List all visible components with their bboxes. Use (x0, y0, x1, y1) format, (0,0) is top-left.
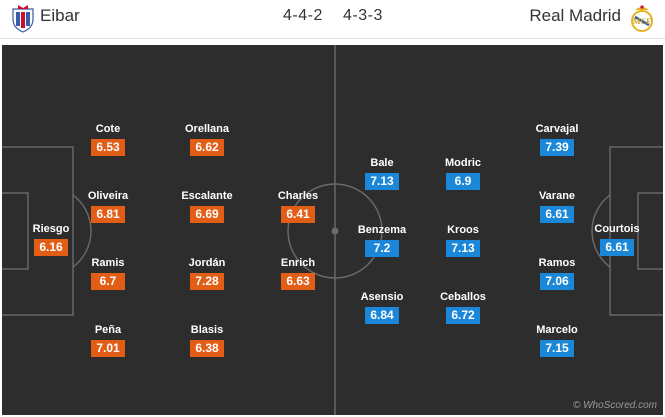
match-header: Eibar 4-4-2 4-3-3 Real Madrid MCF (0, 0, 665, 39)
away-player[interactable]: Ceballos 6.72 (428, 291, 498, 324)
player-name: Asensio (360, 291, 404, 303)
player-name: Charles (277, 190, 319, 202)
home-player[interactable]: Peña 7.01 (73, 324, 143, 357)
player-rating-badge: 7.39 (540, 139, 574, 156)
away-player[interactable]: Varane 6.61 (522, 190, 592, 223)
home-player[interactable]: Enrich 6.63 (263, 257, 333, 290)
player-rating-badge: 6.7 (91, 273, 125, 290)
player-rating-badge: 6.16 (34, 239, 68, 256)
player-name: Ceballos (440, 291, 486, 303)
player-name: Jordán (188, 257, 226, 269)
home-player[interactable]: Escalante 6.69 (172, 190, 242, 223)
player-name: Bale (370, 157, 394, 169)
player-name: Blasis (190, 324, 224, 336)
home-player[interactable]: Jordán 7.28 (172, 257, 242, 290)
player-name: Riesgo (32, 223, 70, 235)
away-player[interactable]: Ramos 7.06 (522, 257, 592, 290)
player-rating-badge: 7.01 (91, 340, 125, 357)
player-rating-badge: 6.62 (190, 139, 224, 156)
home-team-name[interactable]: Eibar (40, 6, 80, 25)
player-name: Varane (538, 190, 576, 202)
player-rating-badge: 7.13 (446, 240, 480, 257)
home-player[interactable]: Riesgo 6.16 (16, 223, 86, 256)
player-rating-badge: 6.61 (540, 206, 574, 223)
player-name: Modric (444, 157, 482, 169)
player-name: Orellana (184, 123, 230, 135)
home-player[interactable]: Ramis 6.7 (73, 257, 143, 290)
away-player[interactable]: Modric 6.9 (428, 157, 498, 190)
svg-text:MCF: MCF (633, 17, 651, 26)
player-rating-badge: 6.9 (446, 173, 480, 190)
away-player[interactable]: Asensio 6.84 (347, 291, 417, 324)
player-name: Kroos (447, 224, 479, 236)
home-player[interactable]: Charles 6.41 (263, 190, 333, 223)
player-rating-badge: 7.13 (365, 173, 399, 190)
player-name: Ramos (538, 257, 576, 269)
player-rating-badge: 6.41 (281, 206, 315, 223)
away-player[interactable]: Courtois 6.61 (582, 223, 652, 256)
player-name: Cote (95, 123, 121, 135)
player-rating-badge: 6.63 (281, 273, 315, 290)
home-formation: 4-4-2 (283, 7, 323, 24)
player-rating-badge: 6.81 (91, 206, 125, 223)
away-player[interactable]: Bale 7.13 (347, 157, 417, 190)
home-player[interactable]: Blasis 6.38 (172, 324, 242, 357)
player-name: Carvajal (535, 123, 579, 135)
player-rating-badge: 6.84 (365, 307, 399, 324)
away-formation: 4-3-3 (343, 7, 383, 24)
away-player[interactable]: Marcelo 7.15 (522, 324, 592, 357)
away-player[interactable]: Kroos 7.13 (428, 224, 498, 257)
player-rating-badge: 6.38 (190, 340, 224, 357)
away-player[interactable]: Benzema 7.2 (347, 224, 417, 257)
player-name: Oliveira (87, 190, 129, 202)
player-rating-badge: 7.28 (190, 273, 224, 290)
real-madrid-crest-icon: MCF (631, 5, 653, 32)
home-player[interactable]: Cote 6.53 (73, 123, 143, 156)
player-rating-badge: 7.15 (540, 340, 574, 357)
player-name: Enrich (280, 257, 316, 269)
player-name: Peña (94, 324, 122, 336)
home-player[interactable]: Oliveira 6.81 (73, 190, 143, 223)
player-name: Marcelo (536, 324, 578, 336)
player-name: Benzema (357, 224, 407, 236)
home-player[interactable]: Orellana 6.62 (172, 123, 242, 156)
watermark: © WhoScored.com (572, 400, 657, 411)
player-rating-badge: 7.06 (540, 273, 574, 290)
player-rating-badge: 6.53 (91, 139, 125, 156)
player-name: Courtois (594, 223, 640, 235)
player-rating-badge: 6.72 (446, 307, 480, 324)
eibar-crest-icon (12, 5, 34, 33)
away-player[interactable]: Carvajal 7.39 (522, 123, 592, 156)
player-rating-badge: 6.69 (190, 206, 224, 223)
player-rating-badge: 6.61 (600, 239, 634, 256)
away-team-name[interactable]: Real Madrid (529, 6, 621, 25)
player-name: Escalante (181, 190, 233, 202)
player-name: Ramis (91, 257, 125, 269)
pitch-markings (2, 45, 663, 415)
player-rating-badge: 7.2 (365, 240, 399, 257)
